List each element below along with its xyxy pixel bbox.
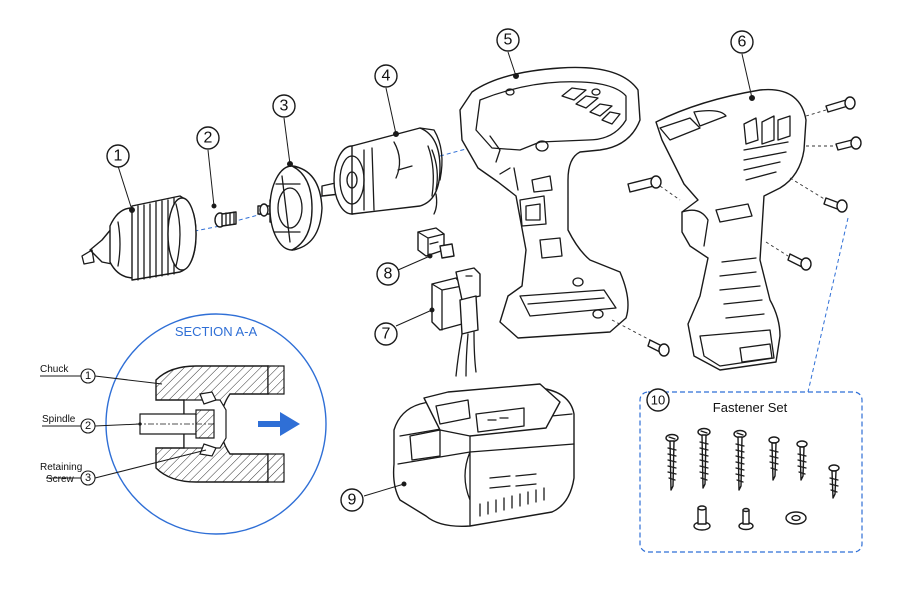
svg-text:2: 2 xyxy=(204,130,213,147)
kit-pin-1 xyxy=(693,505,711,531)
trigger-switch-part xyxy=(429,267,481,377)
kit-washer xyxy=(785,511,807,525)
svg-text:7: 7 xyxy=(382,326,391,343)
battery-part xyxy=(392,383,575,527)
svg-text:4: 4 xyxy=(382,68,391,85)
callout-8: 8 xyxy=(376,262,400,286)
label-retaining: Retaining xyxy=(40,462,82,473)
housing-screw-part xyxy=(647,339,670,357)
callout-10: 10 xyxy=(646,388,670,412)
retaining-screw-part xyxy=(211,203,237,228)
section-callout-2: 2 xyxy=(80,418,96,434)
section-callout-1: 1 xyxy=(80,368,96,384)
callout-5: 5 xyxy=(496,28,520,52)
kit-screw-1 xyxy=(665,433,679,491)
chuck-part xyxy=(81,195,197,281)
label-screw: Screw xyxy=(46,474,75,485)
callout-9: 9 xyxy=(340,488,364,512)
callout-4: 4 xyxy=(374,64,398,88)
kit-screw-4 xyxy=(768,436,780,481)
switch-cap-part xyxy=(417,227,455,259)
callout-7: 7 xyxy=(374,322,398,346)
kit-pin-2 xyxy=(738,507,754,531)
section-detail: SECTION A-A Chuck 1 Spindle 2 Reta xyxy=(40,313,327,535)
kit-screw-5 xyxy=(796,440,808,481)
kit-screw-2 xyxy=(697,427,711,489)
callout-2: 2 xyxy=(196,126,220,150)
label-spindle: Spindle xyxy=(42,414,76,425)
section-callout-3: 3 xyxy=(80,470,96,486)
arrow-head xyxy=(280,412,300,436)
kit-screw-6 xyxy=(828,464,840,499)
svg-text:5: 5 xyxy=(504,32,513,49)
callout-6: 6 xyxy=(730,30,754,54)
motor-part xyxy=(321,127,443,215)
svg-text:3: 3 xyxy=(85,472,91,484)
svg-text:8: 8 xyxy=(384,266,393,283)
screw-dash-line xyxy=(611,319,651,341)
left-housing-part xyxy=(459,66,641,339)
kit-screw-3 xyxy=(733,429,747,491)
right-housing-part xyxy=(655,88,807,371)
svg-text:1: 1 xyxy=(114,148,123,165)
right-housing-screws xyxy=(627,96,862,271)
svg-text:10: 10 xyxy=(651,393,665,408)
callout-1: 1 xyxy=(106,144,130,168)
kit-border xyxy=(639,391,863,553)
svg-text:9: 9 xyxy=(348,492,357,509)
section-title: SECTION A-A xyxy=(175,324,258,339)
fastener-kit-box: Fastener Set xyxy=(639,217,863,553)
kit-title: Fastener Set xyxy=(713,400,788,415)
svg-text:1: 1 xyxy=(85,370,91,382)
svg-text:2: 2 xyxy=(85,420,91,432)
label-chuck: Chuck xyxy=(40,364,69,375)
svg-text:3: 3 xyxy=(280,98,289,115)
gearbox-part xyxy=(257,161,323,251)
svg-text:6: 6 xyxy=(738,34,747,51)
leader-lines xyxy=(117,51,753,497)
callout-3: 3 xyxy=(272,94,296,118)
kit-dash-leader xyxy=(807,217,849,393)
